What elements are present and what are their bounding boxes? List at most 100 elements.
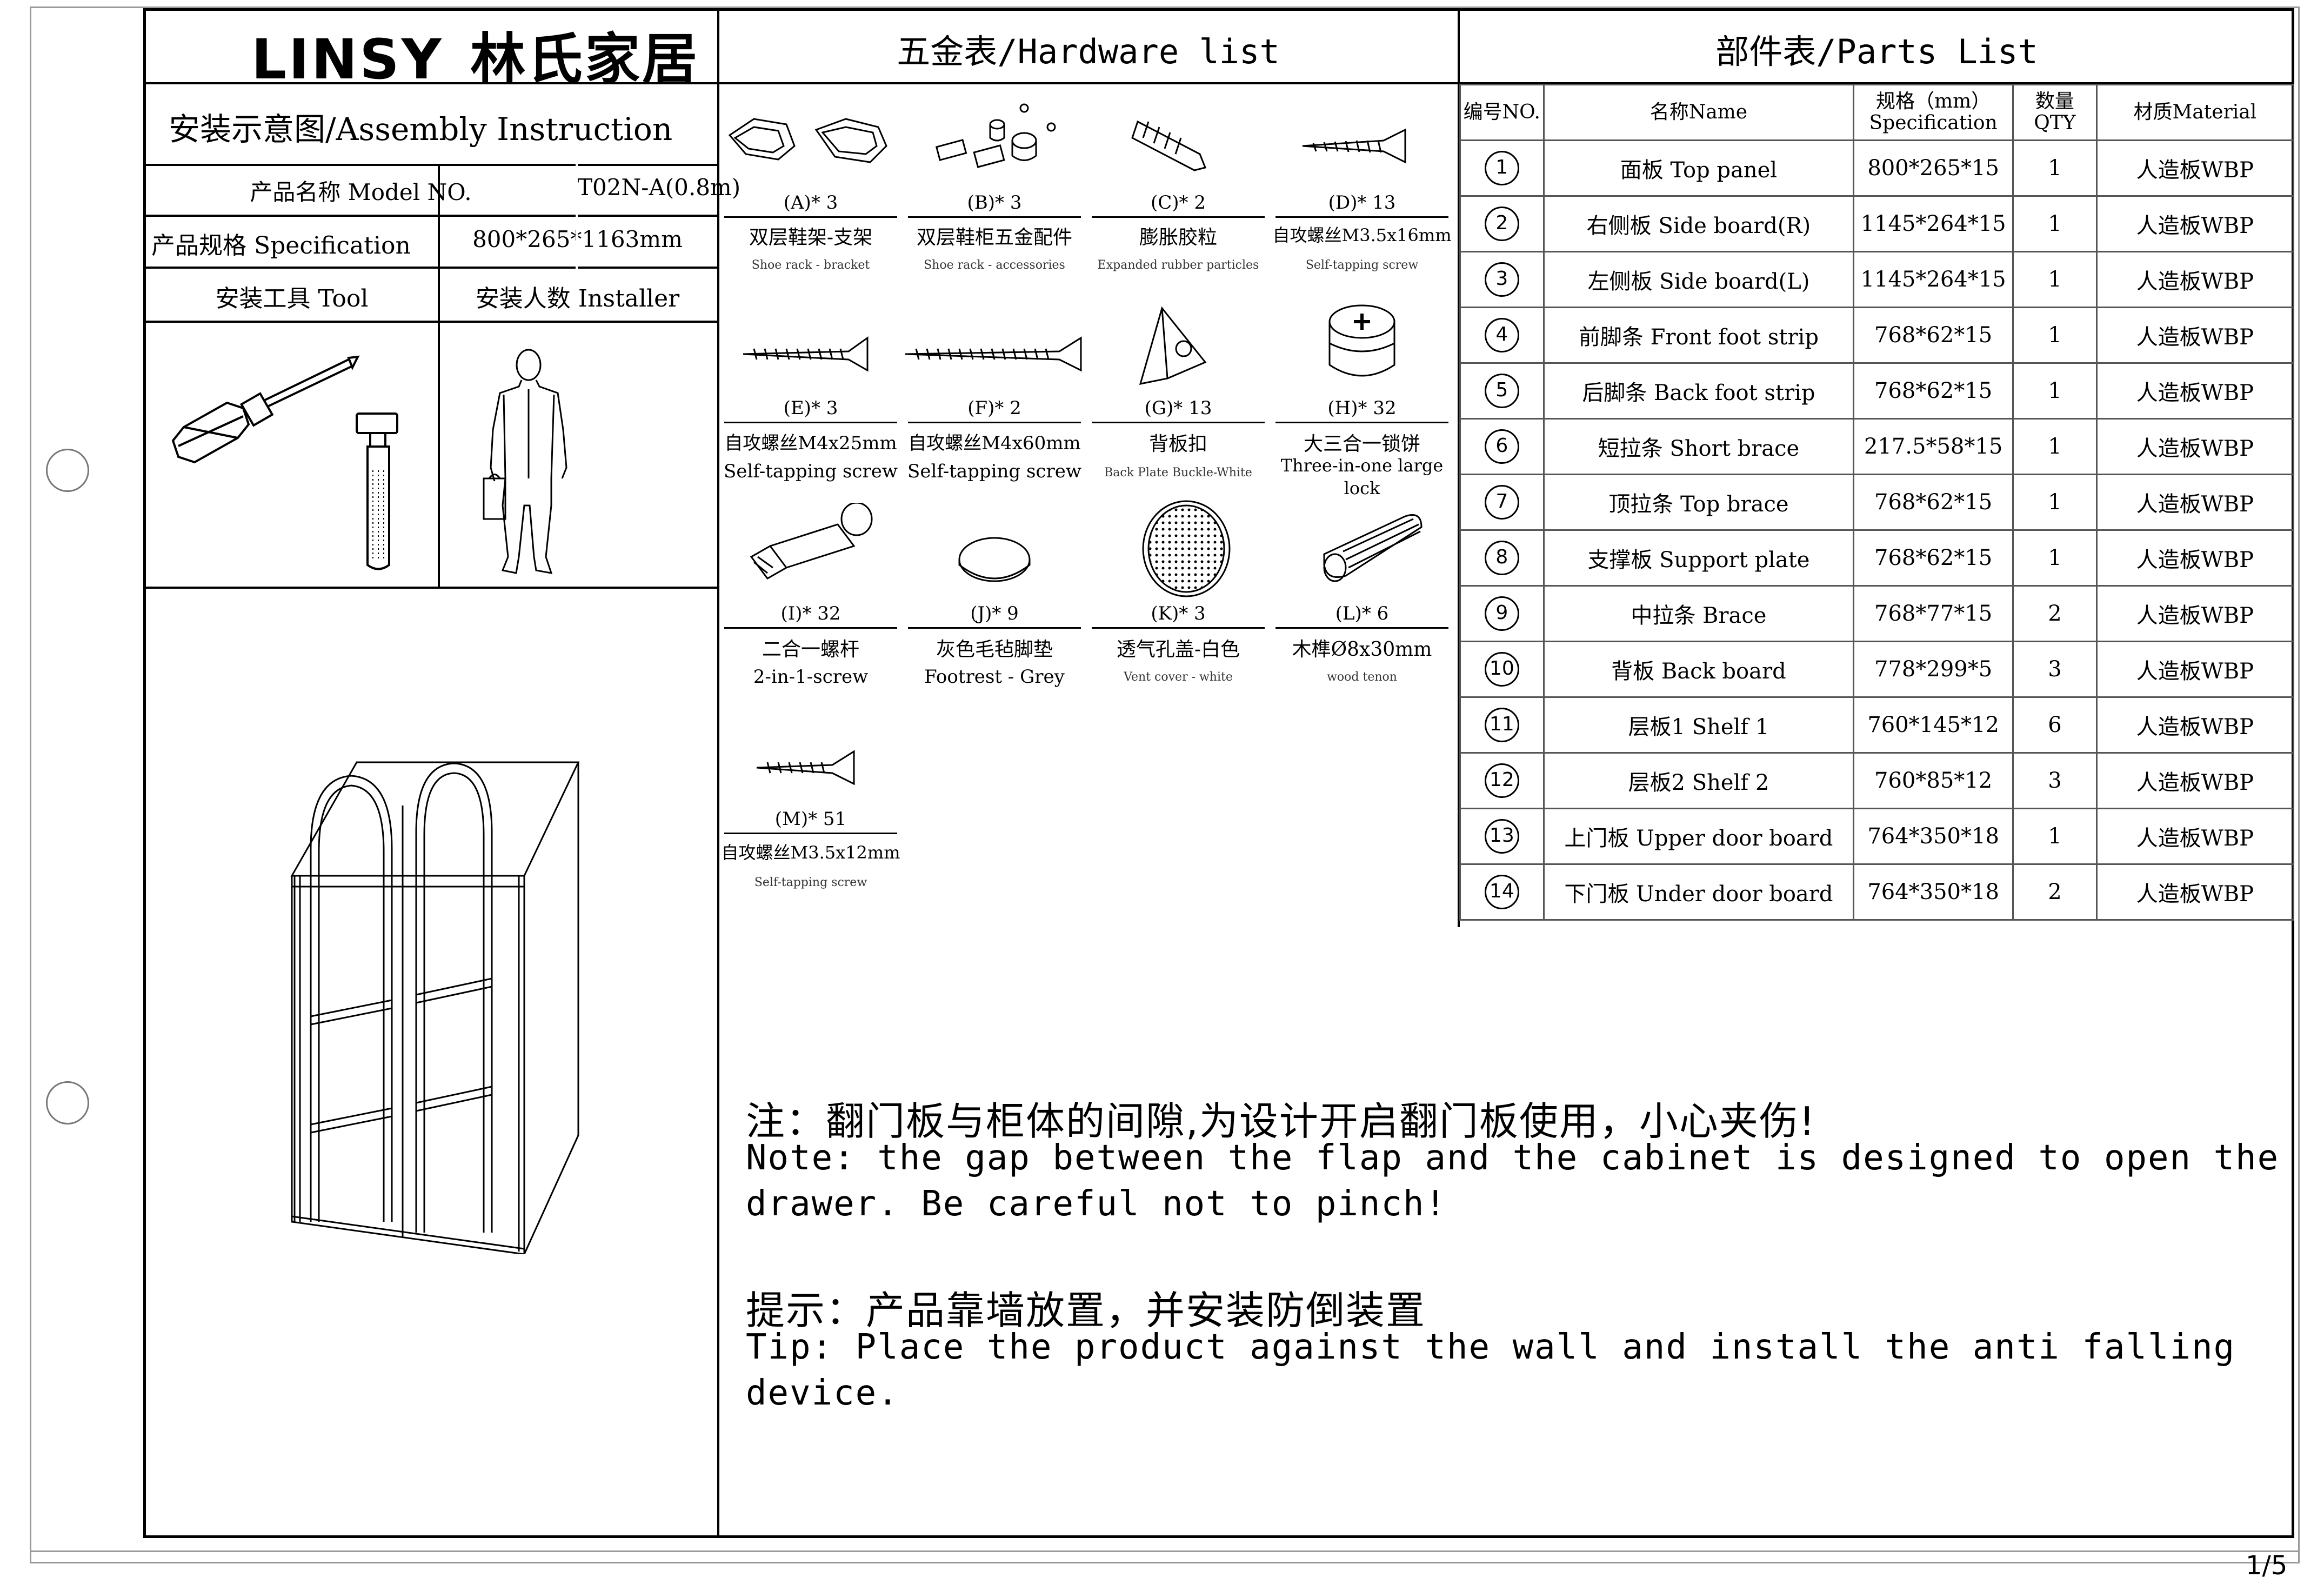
header-material: 材质Material: [2095, 84, 2295, 141]
cell-spec: 778*299*5: [1853, 641, 2014, 698]
cell-name: 上门板 Upper door board: [1542, 808, 1855, 865]
cell-spec: 768*62*15: [1853, 474, 2014, 531]
hardware-en: Footrest - Grey: [924, 666, 1065, 688]
cell-qty: 1: [2012, 251, 2098, 308]
hardware-underline: [1275, 216, 1448, 218]
row-divider: [143, 321, 717, 323]
hardware-code: (I)* 32: [780, 603, 841, 624]
part-number-badge: 13: [1484, 819, 1519, 854]
hardware-underline: [724, 627, 897, 629]
hardware-underline: [724, 422, 897, 423]
cell-name: 背板 Back board: [1542, 641, 1855, 698]
hardware-en: Shoe rack - bracket: [751, 258, 870, 272]
cell-spec: 768*62*15: [1853, 362, 2014, 420]
spec-label: 产品规格 Specification: [151, 232, 411, 259]
vent-cover-icon: [1142, 500, 1231, 597]
part-number-badge: 3: [1484, 262, 1519, 297]
cell-material: 人造板WBP: [2095, 474, 2295, 531]
row-divider: [143, 587, 717, 589]
hardware-en: Back Plate Buckle-White: [1104, 466, 1252, 480]
cell-material: 人造板WBP: [2095, 863, 2295, 921]
installer-person-icon: [483, 349, 567, 574]
cell-spec: 800*265*15: [1853, 139, 2014, 197]
part-number-badge: 2: [1484, 207, 1519, 241]
part-number-badge: 14: [1484, 875, 1519, 909]
hardware-code: (D)* 13: [1328, 192, 1396, 214]
cell-qty: 2: [2012, 863, 2098, 921]
header-qty-en: QTY: [2034, 112, 2076, 134]
cell-qty: 1: [2012, 808, 2098, 865]
cell-no: 1: [1459, 139, 1545, 197]
cell-spec: 768*77*15: [1853, 585, 2014, 642]
cell-spec: 1145*264*15: [1853, 251, 2014, 308]
cell-material: 人造板WBP: [2095, 362, 2295, 420]
cell-material: 人造板WBP: [2095, 418, 2295, 475]
hardware-en: Self-tapping screw: [754, 876, 867, 889]
screw-icon: [1302, 128, 1406, 164]
hardware-code: (A)* 3: [783, 192, 838, 214]
hardware-zh: 自攻螺丝M3.5x16mm: [1272, 225, 1452, 245]
hardware-underline: [1092, 422, 1265, 423]
cell-name: 下门板 Under door board: [1542, 863, 1855, 921]
cell-material: 人造板WBP: [2095, 696, 2295, 754]
felt-pad-icon: [958, 537, 1031, 582]
hardware-en: Three-in-one large lock: [1280, 455, 1444, 498]
hardware-zh: 大三合一锁饼: [1303, 433, 1420, 455]
header-name: 名称Name: [1542, 84, 1855, 141]
column-divider: [438, 165, 440, 587]
binder-hole: [46, 1081, 89, 1124]
column-divider: [438, 164, 440, 321]
hardware-code: (H)* 32: [1327, 397, 1397, 419]
cell-material: 人造板WBP: [2095, 251, 2295, 308]
cam-lock-icon: [1328, 304, 1395, 377]
cell-qty: 3: [2012, 752, 2098, 809]
part-number-badge: 11: [1484, 708, 1519, 742]
part-number-badge: 7: [1484, 485, 1519, 520]
hardware-underline: [1092, 216, 1265, 218]
cell-qty: 1: [2012, 307, 2098, 364]
hardware-underline: [908, 216, 1081, 218]
note-zh: 注：翻门板与柜体的间隙,为设计开启翻门板使用，小心夹伤!: [746, 1099, 1816, 1144]
row-divider: [143, 82, 2294, 84]
cell-no: 3: [1459, 251, 1545, 308]
part-number-badge: 8: [1484, 541, 1519, 575]
cell-spec: 764*350*18: [1853, 808, 2014, 865]
assembly-title: 安装示意图/Assembly Instruction: [169, 111, 673, 148]
hardware-underline: [908, 627, 1081, 629]
cell-no: 14: [1459, 863, 1545, 921]
part-number-badge: 10: [1484, 652, 1519, 687]
part-number-badge: 9: [1484, 596, 1519, 631]
cell-name: 中拉条 Brace: [1542, 585, 1855, 642]
hardware-en: Self-tapping screw: [1305, 258, 1419, 272]
cell-name: 短拉条 Short brace: [1542, 418, 1855, 475]
cell-material: 人造板WBP: [2095, 585, 2295, 642]
hardware-zh: 灰色毛毡脚垫: [936, 638, 1053, 661]
cell-material: 人造板WBP: [2095, 641, 2295, 698]
hardware-zh: 透气孔盖-白色: [1116, 638, 1240, 661]
hardware-code: (K)* 3: [1151, 603, 1206, 624]
wood-tenon-icon: [1323, 514, 1423, 582]
model-label: 产品名称 Model NO.: [250, 179, 472, 205]
cell-qty: 1: [2012, 529, 2098, 587]
hardware-underline: [724, 833, 897, 834]
hardware-zh: 自攻螺丝M3.5x12mm: [721, 842, 900, 863]
hardware-en: Expanded rubber particles: [1097, 258, 1259, 272]
cell-qty: 1: [2012, 418, 2098, 475]
cell-name: 面板 Top panel: [1542, 139, 1855, 197]
hardware-title: 五金表/Hardware list: [897, 32, 1280, 71]
cell-qty: 1: [2012, 195, 2098, 252]
cell-spec: 768*62*15: [1853, 307, 2014, 364]
cell-no: 8: [1459, 529, 1545, 587]
cell-no: 13: [1459, 808, 1545, 865]
cell-material: 人造板WBP: [2095, 808, 2295, 865]
cell-name: 支撑板 Support plate: [1542, 529, 1855, 587]
cell-spec: 768*62*15: [1853, 529, 2014, 587]
divider-mask: [576, 164, 578, 321]
cell-name: 左侧板 Side board(L): [1542, 251, 1855, 308]
